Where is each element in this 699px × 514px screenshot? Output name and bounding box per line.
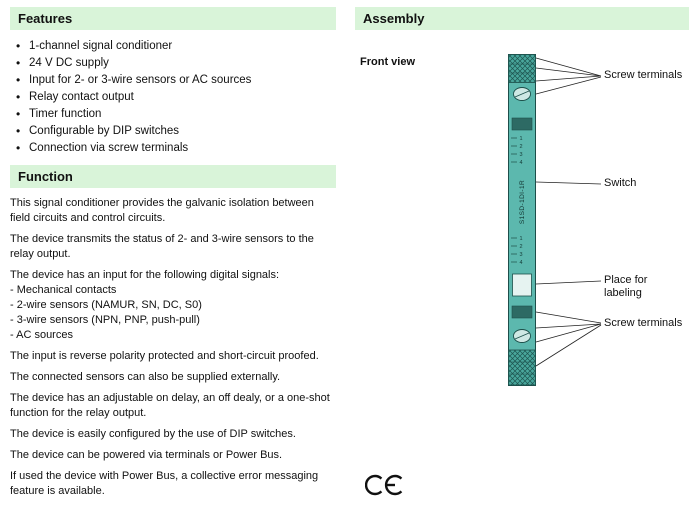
feature-item: 24 V DC supply — [16, 55, 336, 72]
feature-item: 1-channel signal conditioner — [16, 38, 336, 55]
lower-block-icon — [511, 305, 533, 319]
right-column: Assembly Front view — [355, 7, 689, 510]
top-terminal-block-icon — [508, 54, 536, 83]
bottom-screw-icon — [513, 329, 531, 343]
callout-leader-lines — [535, 57, 602, 367]
feature-item: Connection via screw terminals — [16, 140, 336, 157]
device-front-view-drawing: 1 2 3 4 S1SD-1DI-1R 1 — [508, 54, 602, 386]
dip-number: 4 — [520, 260, 523, 266]
bottom-terminal-block-icon — [508, 349, 536, 386]
assembly-diagram: Front view — [355, 36, 689, 510]
features-header: Features — [10, 7, 336, 30]
function-paragraph: The connected sensors can also be suppli… — [10, 371, 281, 383]
feature-item: Configurable by DIP switches — [16, 123, 336, 140]
feature-item: Timer function — [16, 106, 336, 123]
callout-top-screw-terminals: Screw terminals — [604, 69, 683, 81]
function-paragraph: The device can be powered via terminals … — [10, 449, 283, 461]
dip-number: 1 — [520, 236, 523, 242]
function-text: This signal conditioner provides the gal… — [10, 196, 336, 499]
function-paragraph: The device is easily configured by the u… — [10, 428, 296, 440]
features-list: 1-channel signal conditioner 24 V DC sup… — [16, 38, 336, 157]
callout-switch: Switch — [604, 177, 637, 189]
function-paragraph: The input is reverse polarity protected … — [10, 350, 319, 362]
features-title: Features — [18, 11, 73, 26]
dip-number: 2 — [520, 244, 523, 250]
function-header: Function — [10, 165, 336, 188]
function-paragraph: The device transmits the status of 2- an… — [10, 233, 314, 260]
dip-number: 3 — [520, 152, 523, 158]
dip-number: 4 — [520, 160, 523, 166]
labeling-area-icon — [512, 273, 532, 297]
function-title: Function — [18, 169, 73, 184]
device-model-label: S1SD-1DI-1R — [519, 180, 526, 224]
assembly-title: Assembly — [363, 11, 425, 26]
dip-switch-block-icon — [511, 117, 533, 131]
device-module: 1 2 3 4 S1SD-1DI-1R 1 — [508, 54, 536, 386]
assembly-header: Assembly — [355, 7, 689, 30]
callout-place-for-labeling: Place for labeling — [604, 274, 648, 299]
front-view-label: Front view — [360, 56, 416, 68]
dip-number: 1 — [520, 136, 523, 142]
feature-item: Relay contact output — [16, 89, 336, 106]
dip-number: 3 — [520, 252, 523, 258]
function-paragraph: If used the device with Power Bus, a col… — [10, 470, 319, 497]
function-paragraph: This signal conditioner provides the gal… — [10, 197, 314, 224]
function-paragraph: The device has an adjustable on delay, a… — [10, 392, 330, 419]
callout-bottom-screw-terminals: Screw terminals — [604, 317, 683, 329]
function-paragraph: The device has an input for the followin… — [10, 269, 280, 341]
dip-scale-bottom: 1 2 3 4 — [511, 236, 523, 266]
dip-number: 2 — [520, 144, 523, 150]
ce-mark-icon — [365, 474, 403, 496]
left-column: Features 1-channel signal conditioner 24… — [10, 7, 336, 505]
feature-item: Input for 2- or 3-wire sensors or AC sou… — [16, 72, 336, 89]
dip-scale-top: 1 2 3 4 — [511, 136, 523, 166]
top-screw-icon — [513, 87, 531, 101]
